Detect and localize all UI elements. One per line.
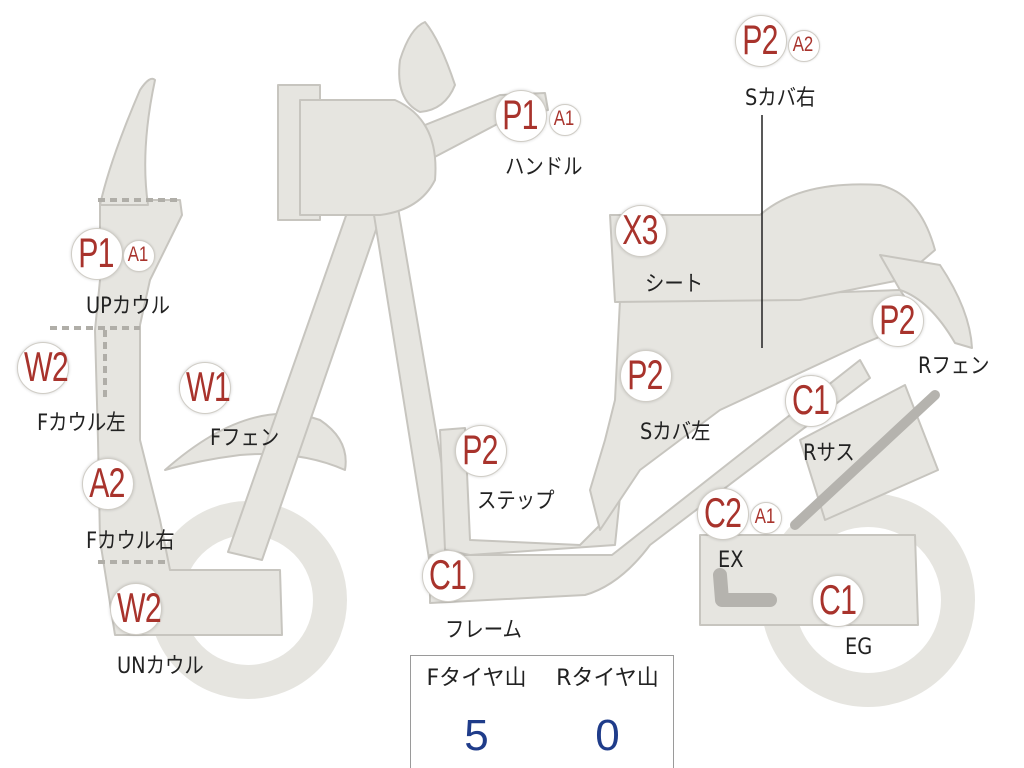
f-cowl-left-grade-circle	[17, 342, 69, 394]
handle-sub-circle	[549, 104, 581, 136]
rear-tire-value: 0	[595, 711, 620, 760]
windscreen-shape	[99, 77, 156, 206]
front-cowl-shape	[94, 199, 283, 636]
handle-grade: P1	[502, 91, 538, 138]
f-cowl-left-label: Fカウル左	[37, 411, 126, 436]
eg-label: EG	[845, 635, 873, 660]
un-cowl-grade: W2	[117, 584, 162, 631]
ex-grade: C2	[704, 489, 742, 536]
front-tire-header: Fタイヤ山	[426, 666, 527, 691]
r-sus-label: Rサス	[803, 441, 855, 466]
up-cowl-sub-circle	[123, 240, 155, 272]
ex-sub-circle	[750, 502, 782, 534]
frame-grade: C1	[429, 551, 467, 598]
handle-sub-grade: A1	[553, 107, 575, 130]
rear-tire-header: Rタイヤ山	[556, 666, 659, 691]
ex-sub-grade: A1	[754, 505, 776, 528]
up-cowl-grade: P1	[78, 229, 114, 276]
r-fender-grade: P2	[879, 296, 915, 343]
frame-shape	[429, 359, 871, 604]
frame-grade-circle	[422, 550, 474, 602]
mirror-shape	[398, 21, 456, 113]
r-sus-grade-circle	[785, 375, 837, 427]
handle-grade-circle	[495, 90, 547, 142]
r-fender-label: Rフェン	[918, 354, 990, 379]
up-cowl-sub-grade: A1	[127, 243, 149, 266]
s-cover-right-label: Sカバ右	[745, 86, 816, 111]
r-sus-grade: C1	[792, 376, 830, 423]
front-fork-shape	[227, 189, 389, 561]
ex-label: EX	[718, 548, 744, 573]
f-cowl-right-grade-circle	[82, 458, 134, 510]
eg-grade-circle	[812, 575, 864, 627]
s-cover-left-label: Sカバ左	[640, 420, 711, 445]
f-fender-label: Fフェン	[210, 426, 280, 451]
un-cowl-grade-circle	[110, 583, 162, 635]
f-cowl-right-label: Fカウル右	[86, 529, 175, 554]
un-cowl-label: UNカウル	[117, 654, 204, 679]
step-label: ステップ	[477, 489, 555, 514]
s-cover-right-grade: P2	[742, 16, 778, 63]
s-cover-right-sub-circle	[788, 30, 820, 62]
eg-grade: C1	[819, 576, 857, 623]
front-tire-value: 5	[464, 711, 489, 760]
up-cowl-grade-circle	[71, 228, 123, 280]
f-fender-grade: W1	[186, 363, 231, 410]
seat-shape	[609, 183, 936, 303]
seat-grade: X3	[622, 206, 658, 253]
exhaust-bar-shape	[790, 390, 940, 530]
s-cover-right-grade-circle	[735, 15, 787, 67]
r-fender-grade-circle	[872, 295, 924, 347]
rear-fender-shape	[879, 254, 973, 349]
step-grade-circle	[455, 425, 507, 477]
handle-label: ハンドル	[505, 155, 583, 180]
frame-label: フレーム	[445, 618, 522, 643]
tire-tread-table: Fタイヤ山 Rタイヤ山 5 0	[410, 655, 674, 768]
ex-grade-circle	[697, 488, 749, 540]
s-cover-left-grade: P2	[627, 351, 663, 398]
s-cover-left-grade-circle	[620, 350, 672, 402]
f-cowl-left-grade: W2	[24, 343, 69, 390]
exhaust-pipe-shape	[713, 568, 777, 607]
f-cowl-right-grade: A2	[89, 459, 125, 506]
headlight-shape	[299, 99, 437, 216]
up-cowl-label: UPカウル	[86, 294, 170, 319]
f-fender-grade-circle	[179, 362, 231, 414]
s-cover-right-sub-grade: A2	[792, 33, 814, 56]
seat-label: シート	[645, 272, 704, 297]
seat-grade-circle	[615, 205, 667, 257]
step-grade: P2	[462, 426, 498, 473]
